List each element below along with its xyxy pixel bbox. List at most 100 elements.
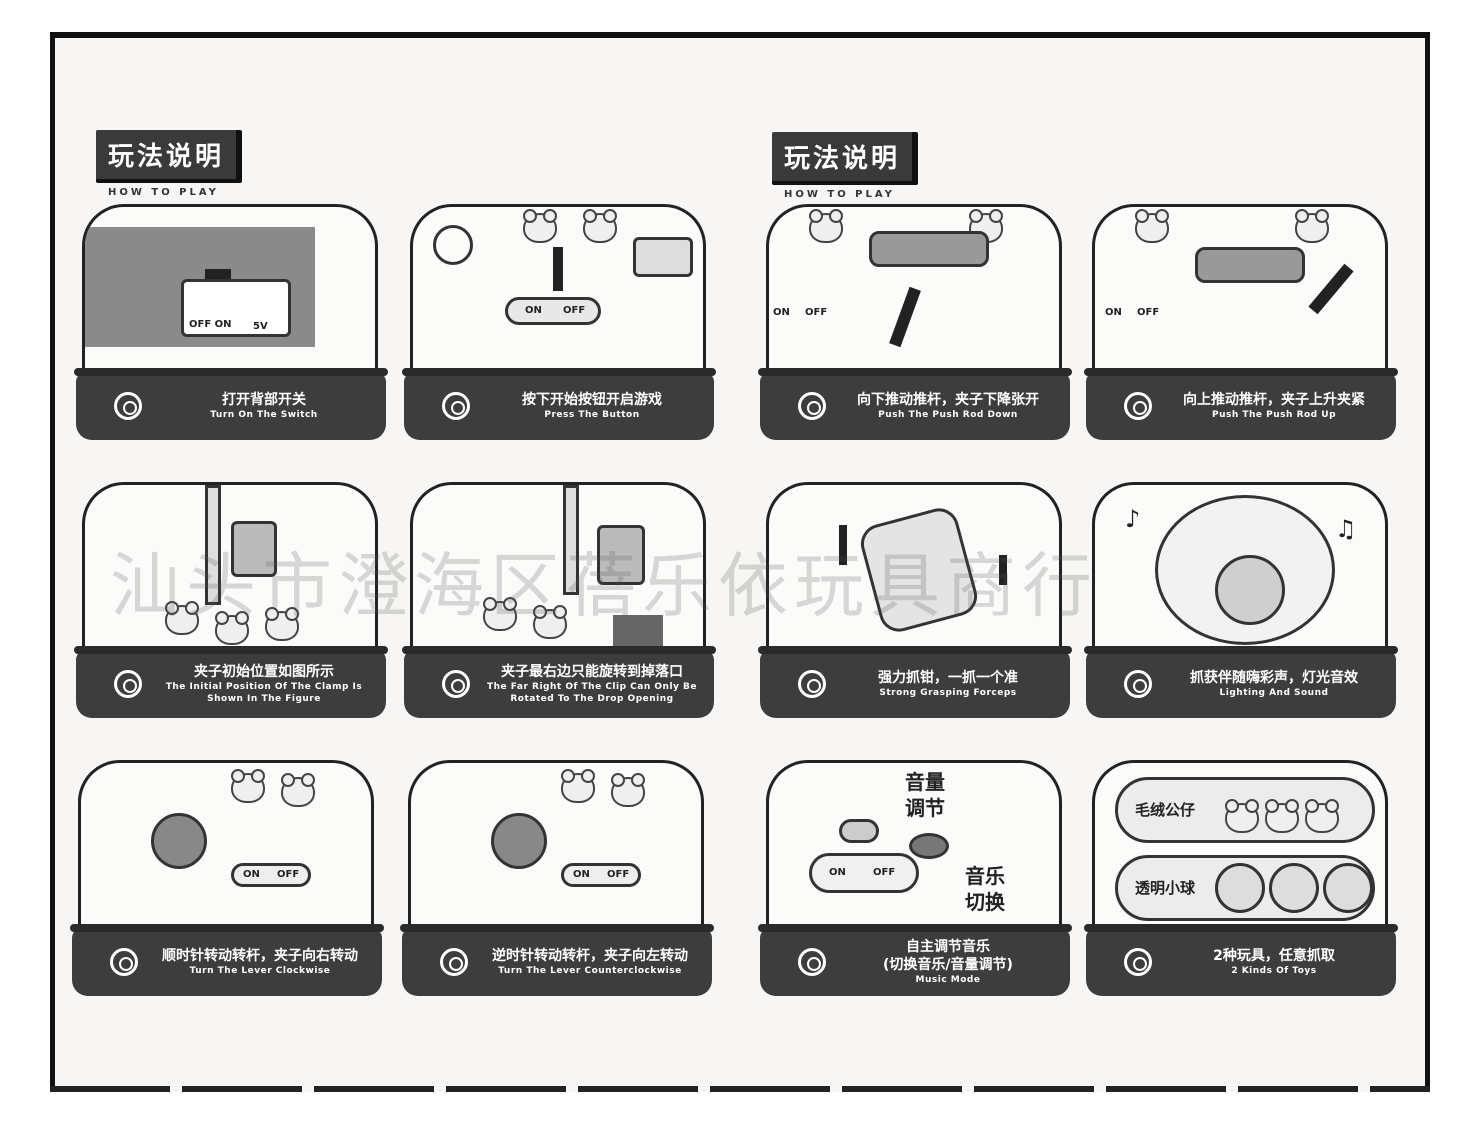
step-icon: [798, 948, 826, 976]
push-rod-icon: [1195, 247, 1305, 283]
illustration: 毛绒公仔 透明小球: [1092, 760, 1388, 932]
on-label: ON: [773, 307, 790, 318]
on-label: ON: [243, 869, 260, 880]
illustration: ON OFF: [78, 760, 374, 932]
arrow-right-icon: [205, 269, 231, 279]
music-icon: [909, 833, 949, 859]
caption: 向上推动推杆，夹子上升夹紧 Push The Push Rod Up: [1084, 368, 1398, 440]
caption-zh: 2种玩具，任意抓取: [1213, 948, 1335, 964]
caption-zh: 向上推动推杆，夹子上升夹紧: [1183, 392, 1365, 408]
caption-en: Music Mode: [915, 975, 981, 985]
caption-en: Push The Push Rod Up: [1211, 410, 1337, 420]
lever-icon: [151, 813, 207, 869]
music-switch-label: 音乐: [965, 864, 1005, 888]
caption: 顺时针转动转杆，夹子向右转动 Turn The Lever Clockwise: [70, 924, 384, 996]
caption-en: Push The Push Rod Down: [878, 410, 1018, 420]
push-rod-icon: [869, 231, 989, 267]
music-note-icon: ♫: [1335, 515, 1357, 543]
on-label: ON: [525, 305, 542, 316]
step-icon: [798, 670, 826, 698]
usb-label: 5V: [253, 321, 268, 332]
caption-en: 2 Kinds Of Toys: [1231, 966, 1317, 976]
plush-label: 毛绒公仔: [1135, 801, 1196, 819]
off-label: OFF: [563, 305, 586, 316]
caption-zh: 强力抓钳，一抓一个准: [878, 670, 1018, 686]
caption-zh: 逆时针转动转杆，夹子向左转动: [492, 948, 688, 964]
illustration: [766, 482, 1062, 654]
step-icon: [442, 392, 470, 420]
caption: 强力抓钳，一抓一个准 Strong Grasping Forceps: [758, 646, 1072, 718]
music-switch-label: 切换: [965, 890, 1005, 914]
caption-en: Turn The Lever Clockwise: [189, 966, 331, 976]
step-icon: [1124, 948, 1152, 976]
joystick-icon: [433, 225, 473, 265]
switch-label: OFF ON: [189, 319, 232, 330]
caption-en: Turn On The Switch: [210, 410, 318, 420]
arrow-down-icon: [889, 286, 921, 348]
step-icon: [1124, 670, 1152, 698]
lever-icon: [491, 813, 547, 869]
step-icon: [440, 948, 468, 976]
illustration: ♪ ♫: [1092, 482, 1388, 654]
off-label: OFF: [277, 869, 300, 880]
illustration: [82, 482, 378, 654]
claw-icon: [597, 525, 645, 585]
caption-en: The Initial Position Of The Clamp Is Sho…: [165, 682, 363, 704]
illustration: ON OFF: [1092, 204, 1388, 376]
arrow-down-icon: [839, 525, 847, 565]
arrow-up-icon: [999, 555, 1007, 585]
ball-icon: [1215, 555, 1285, 625]
claw-icon: [856, 503, 982, 637]
heading-zh: 玩法说明: [772, 132, 919, 185]
step-icon: [798, 392, 826, 420]
off-label: OFF: [607, 869, 630, 880]
caption-en: Press The Button: [544, 410, 640, 420]
caption: 夹子最右边只能旋转到掉落口 The Far Right Of The Clip …: [402, 646, 716, 718]
step-icon: [114, 670, 142, 698]
caption: 打开背部开关 Turn On The Switch: [74, 368, 388, 440]
off-label: OFF: [873, 867, 896, 878]
illustration: [410, 482, 706, 654]
caption-zh-secondary: (切换音乐/音量调节): [883, 957, 1013, 973]
heading-en: HOW TO PLAY: [784, 189, 895, 200]
caption-zh: 打开背部开关: [222, 392, 306, 408]
bottom-edge: [50, 1086, 1430, 1092]
caption-en: Lighting And Sound: [1219, 688, 1329, 698]
on-label: ON: [1105, 307, 1122, 318]
step-icon: [1124, 392, 1152, 420]
step-icon: [442, 670, 470, 698]
caption: 自主调节音乐 (切换音乐/音量调节) Music Mode: [758, 924, 1072, 996]
ball-icon: [1215, 863, 1265, 913]
off-label: OFF: [805, 307, 828, 318]
music-note-icon: ♪: [1125, 505, 1141, 533]
off-label: OFF: [1137, 307, 1160, 318]
caption: 向下推动推杆，夹子下降张开 Push The Push Rod Down: [758, 368, 1072, 440]
on-label: ON: [573, 869, 590, 880]
illustration: ON OFF: [410, 204, 706, 376]
volume-label: 音量: [905, 770, 945, 794]
caption-zh: 按下开始按钮开启游戏: [522, 392, 662, 408]
illustration: ON OFF 音量 调节 音乐 切换: [766, 760, 1062, 932]
ball-icon: [1269, 863, 1319, 913]
caption: 逆时针转动转杆，夹子向左转动 Turn The Lever Counterclo…: [400, 924, 714, 996]
claw-icon: [231, 521, 277, 577]
arrow-up-icon: [1308, 263, 1354, 315]
caption-en: Turn The Lever Counterclockwise: [498, 966, 682, 976]
caption: 抓获伴随嗨彩声，灯光音效 Lighting And Sound: [1084, 646, 1398, 718]
caption-en: The Far Right Of The Clip Can Only Be Ro…: [486, 682, 697, 704]
volume-label: 调节: [905, 796, 945, 820]
ball-label: 透明小球: [1135, 879, 1196, 897]
caption-zh: 向下推动推杆，夹子下降张开: [857, 392, 1039, 408]
illustration: ON OFF: [766, 204, 1062, 376]
illustration: ON OFF: [408, 760, 704, 932]
heading-right: 玩法说明 HOW TO PLAY: [772, 132, 919, 200]
step-icon: [114, 392, 142, 420]
heading-en: HOW TO PLAY: [108, 187, 219, 198]
illustration: OFF ON 5V: [82, 204, 378, 376]
caption-zh: 抓获伴随嗨彩声，灯光音效: [1190, 670, 1358, 686]
arrow-down-icon: [553, 247, 563, 291]
volume-icon: [839, 819, 879, 843]
caption-zh: 自主调节音乐: [906, 939, 990, 955]
ball-icon: [1323, 863, 1373, 913]
caption-zh: 顺时针转动转杆，夹子向右转动: [162, 948, 358, 964]
